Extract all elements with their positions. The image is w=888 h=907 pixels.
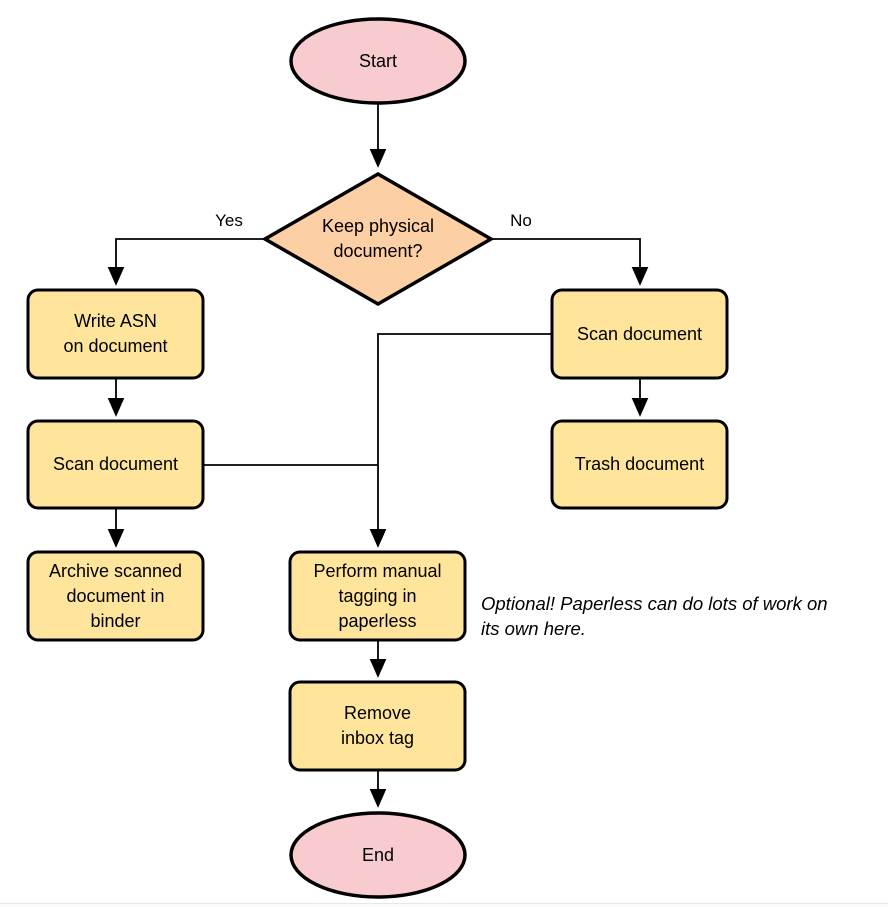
start-node-shape xyxy=(289,17,467,105)
page-bottom-strip xyxy=(0,904,888,907)
yes-edge-label: Yes xyxy=(215,211,243,230)
remove-inbox-node-shape xyxy=(288,680,467,772)
scan-right-node-shape xyxy=(550,288,729,380)
optional-annotation: Optional! Paperless can do lots of work … xyxy=(481,593,828,639)
end-node-shape xyxy=(289,811,467,899)
no-edge-label: No xyxy=(510,211,532,230)
scan-left-node-shape xyxy=(26,419,205,510)
edge-decision-yes-to-write-asn xyxy=(107,238,265,286)
write-asn-node-shape xyxy=(26,288,205,380)
page-bottom-divider xyxy=(0,903,888,904)
tagging-node-shape xyxy=(288,550,467,642)
trash-node-shape xyxy=(550,419,729,510)
edge-scan-right-to-tagging xyxy=(369,333,552,548)
decision-node-shape xyxy=(261,171,495,307)
archive-node-shape xyxy=(26,550,205,642)
edge-decision-no-to-scan-right xyxy=(491,238,649,286)
